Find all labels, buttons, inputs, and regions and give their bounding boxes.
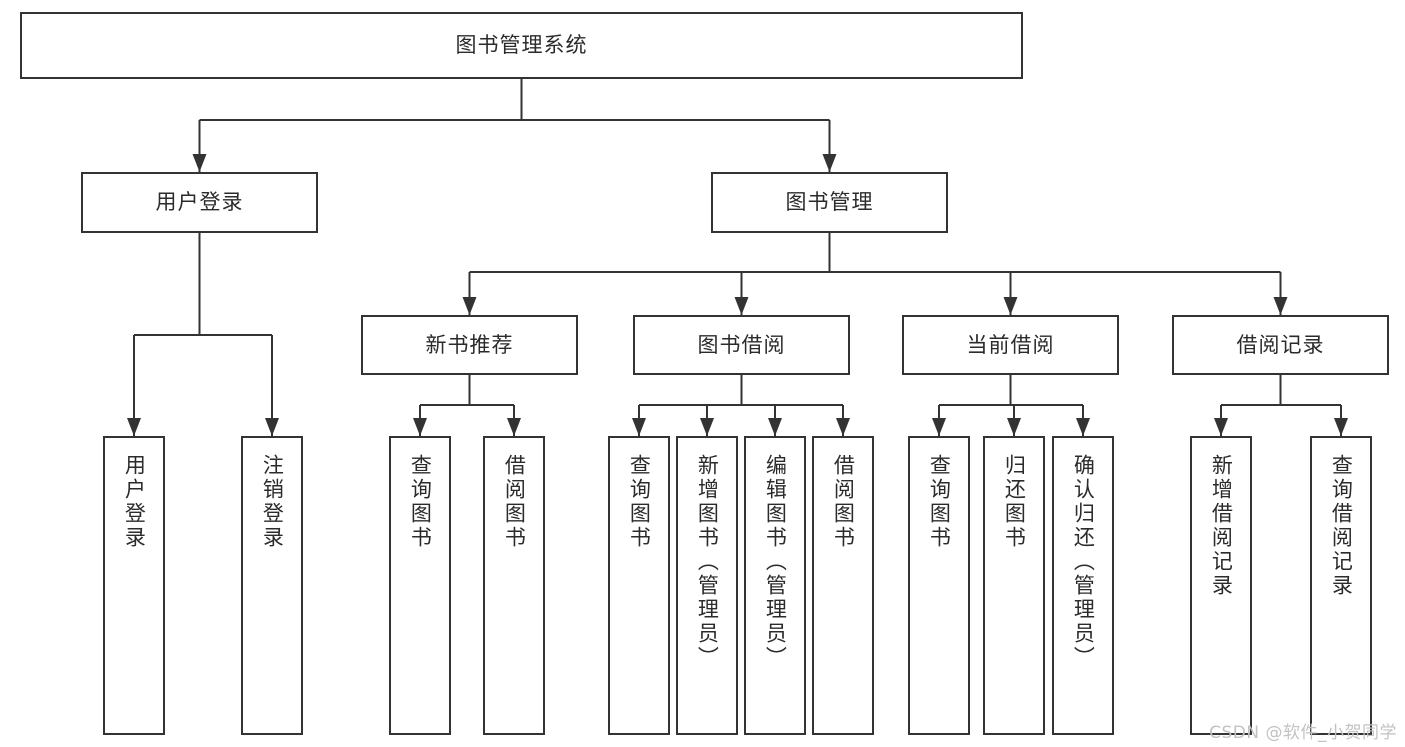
node-label: 编辑图书（管理员） [763,454,788,670]
node-label: 注销登录 [260,454,285,550]
arrowhead-icon [1007,418,1021,436]
arrowhead-icon [192,154,207,172]
node-label: 当前借阅 [966,332,1055,357]
node-leaf-add-record[interactable]: 新增借阅记录 [1190,436,1252,735]
node-leaf-query-book-2[interactable]: 查询图书 [608,436,670,735]
arrowhead-icon [1334,418,1348,436]
node-label: 查询图书 [927,454,952,550]
node-leaf-add-book[interactable]: 新增图书（管理员） [676,436,738,735]
node-leaf-logout[interactable]: 注销登录 [241,436,303,735]
node-leaf-user-login[interactable]: 用户登录 [103,436,165,735]
arrowhead-icon [836,418,850,436]
node-label: 图书借阅 [697,332,786,357]
arrowhead-icon [413,418,427,436]
arrowhead-icon [700,418,714,436]
arrowhead-icon [632,418,646,436]
node-label: 图书管理系统 [455,33,588,58]
node-leaf-borrow-book-2[interactable]: 借阅图书 [812,436,874,735]
node-label: 查询图书 [627,454,652,550]
node-leaf-query-book-1[interactable]: 查询图书 [389,436,451,735]
node-new-book-rec[interactable]: 新书推荐 [361,315,578,375]
node-label: 新增图书（管理员） [695,454,720,670]
node-borrow-record[interactable]: 借阅记录 [1172,315,1389,375]
node-user-login[interactable]: 用户登录 [81,172,318,233]
node-label: 确认归还（管理员） [1071,454,1096,670]
node-label: 新增借阅记录 [1209,454,1234,598]
node-label: 新书推荐 [425,332,514,357]
arrowhead-icon [1214,418,1228,436]
arrowhead-icon [1076,418,1090,436]
node-label: 用户登录 [122,454,147,550]
node-leaf-return-book[interactable]: 归还图书 [983,436,1045,735]
node-leaf-borrow-book-1[interactable]: 借阅图书 [483,436,545,735]
node-book-manage[interactable]: 图书管理 [711,172,948,233]
arrowhead-icon [1003,297,1018,315]
node-label: 借阅记录 [1236,332,1325,357]
node-leaf-query-book-3[interactable]: 查询图书 [908,436,970,735]
arrowhead-icon [822,154,837,172]
arrowhead-icon [462,297,477,315]
node-label: 查询图书 [408,454,433,550]
arrowhead-icon [768,418,782,436]
arrowhead-icon [734,297,749,315]
node-label: 借阅图书 [831,454,856,550]
node-leaf-query-record[interactable]: 查询借阅记录 [1310,436,1372,735]
arrowhead-icon [507,418,521,436]
node-label: 图书管理 [785,190,874,215]
node-label: 用户登录 [155,190,244,215]
node-leaf-edit-book[interactable]: 编辑图书（管理员） [744,436,806,735]
node-label: 归还图书 [1002,454,1027,550]
arrowhead-icon [1273,297,1288,315]
node-root[interactable]: 图书管理系统 [20,12,1023,79]
node-label: 查询借阅记录 [1329,454,1354,598]
node-label: 借阅图书 [502,454,527,550]
node-current-borrow[interactable]: 当前借阅 [902,315,1119,375]
arrowhead-icon [265,418,279,436]
arrowhead-icon [127,418,141,436]
node-leaf-confirm-return[interactable]: 确认归还（管理员） [1052,436,1114,735]
arrowhead-icon [932,418,946,436]
node-book-borrow[interactable]: 图书借阅 [633,315,850,375]
